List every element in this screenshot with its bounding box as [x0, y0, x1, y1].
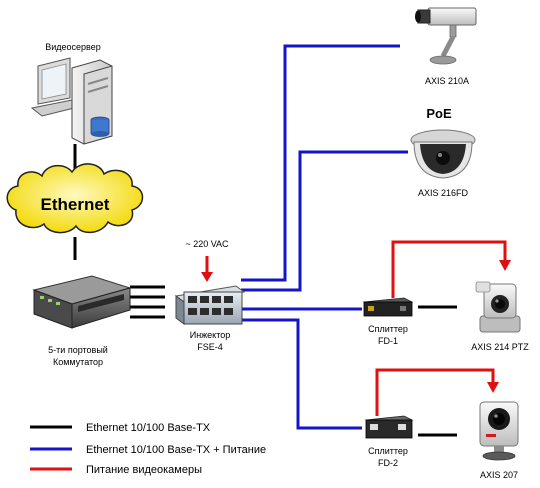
- legend-label-poe: Ethernet 10/100 Base-TX + Питание: [86, 444, 266, 456]
- power-links: [201, 240, 511, 416]
- power-input-arrow: [201, 272, 213, 282]
- cloud-label: Ethernet: [41, 195, 110, 214]
- compact-camera-icon: [479, 401, 519, 461]
- power-link-camera4: [375, 368, 495, 416]
- power-arrow-camera3: [499, 260, 511, 271]
- dome-camera-icon: [410, 129, 476, 179]
- camera4-label: AXIS 207: [480, 470, 518, 480]
- camera3-label: AXIS 214 PTZ: [471, 342, 529, 352]
- legend-label-ethernet: Ethernet 10/100 Base-TX: [86, 422, 211, 434]
- ethernet-links: [73, 144, 457, 437]
- splitter2-label-line1: Сплиттер: [368, 446, 408, 456]
- power-arrow-camera4: [487, 382, 499, 393]
- poe-link-camera1: [241, 44, 400, 282]
- poe-links: [241, 44, 408, 430]
- camera1-label: AXIS 210A: [425, 76, 469, 86]
- server-label: Видеосервер: [45, 42, 101, 52]
- splitter2-label-line2: FD-2: [378, 458, 398, 468]
- splitter2: Сплиттер FD-2: [364, 415, 414, 468]
- poe-link-camera2: [241, 150, 408, 292]
- legend-item-power: Питание видеокамеры: [30, 464, 202, 476]
- camera3: AXIS 214 PTZ: [471, 281, 529, 352]
- legend: Ethernet 10/100 Base-TX Ethernet 10/100 …: [30, 422, 266, 476]
- legend-item-ethernet: Ethernet 10/100 Base-TX: [30, 422, 211, 434]
- injector-icon: [174, 285, 246, 325]
- splitter2-icon: [364, 415, 414, 439]
- switch: 5-ти портовый Коммутатор: [32, 275, 132, 367]
- splitter1-label-line2: FD-1: [378, 336, 398, 346]
- camera2-label: AXIS 216FD: [418, 188, 469, 198]
- splitter1-label-line1: Сплиттер: [368, 324, 408, 334]
- switch-label-line1: 5-ти портовый: [48, 345, 108, 355]
- ethernet-cloud: Ethernet: [6, 163, 144, 234]
- injector: Инжектор FSE-4: [174, 285, 246, 352]
- injector-label-line2: FSE-4: [197, 342, 223, 352]
- switch-icon: [32, 275, 132, 329]
- camera4: AXIS 207: [479, 401, 519, 480]
- poe-link-splitter2: [241, 318, 362, 430]
- injector-label-line1: Инжектор: [190, 330, 231, 340]
- legend-item-poe: Ethernet 10/100 Base-TX + Питание: [30, 444, 266, 456]
- box-camera-icon: [415, 7, 477, 65]
- camera1: AXIS 210A: [415, 7, 477, 86]
- cloud-icon: [6, 163, 144, 234]
- server-icon: [30, 57, 113, 145]
- switch-label-line2: Коммутатор: [53, 357, 103, 367]
- camera2-badge: PoE: [426, 106, 452, 121]
- legend-label-power: Питание видеокамеры: [86, 464, 202, 476]
- power-link-camera3: [391, 240, 507, 298]
- splitter1: Сплиттер FD-1: [362, 297, 414, 346]
- splitter1-icon: [362, 297, 414, 317]
- video-server: Видеосервер: [30, 42, 113, 145]
- camera2: PoE AXIS 216FD: [410, 106, 476, 198]
- ptz-camera-icon: [475, 281, 521, 333]
- power-input-label: ~ 220 VAC: [185, 239, 229, 249]
